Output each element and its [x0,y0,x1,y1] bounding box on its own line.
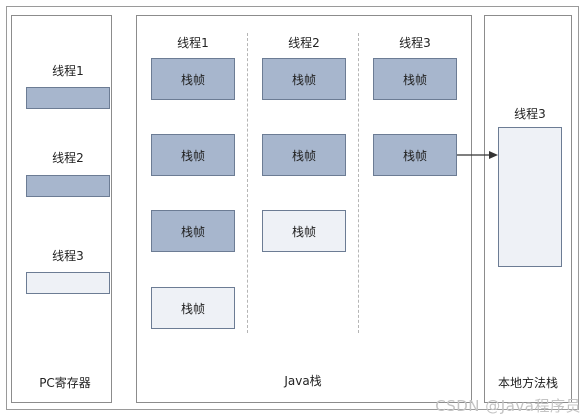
stack-frame: 栈帧 [151,210,235,252]
native-stack-frame [498,127,562,267]
stack-frame: 栈帧 [373,58,457,100]
stack-frame: 栈帧 [151,287,235,329]
pc-register-2 [26,175,110,197]
stack-frame: 栈帧 [262,134,346,176]
stack-frame: 栈帧 [262,58,346,100]
native-thread-3-label: 线程3 [514,107,546,121]
pc-register-3 [26,272,110,294]
pc-thread-2-label: 线程2 [52,151,84,165]
column-divider [358,33,359,333]
pc-register-title: PC寄存器 [39,376,91,390]
stack-frame: 栈帧 [151,58,235,100]
pc-register-1 [26,87,110,109]
pc-thread-1-label: 线程1 [52,64,84,78]
column-divider [247,33,248,333]
watermark: CSDN @Java程序员 [435,397,581,415]
stack-frame: 栈帧 [151,134,235,176]
java-thread-2-label: 线程2 [288,36,320,50]
stack-frame: 栈帧 [373,134,457,176]
pc-thread-3-label: 线程3 [52,249,84,263]
java-thread-3-label: 线程3 [399,36,431,50]
stack-frame: 栈帧 [262,210,346,252]
java-stack-title: Java栈 [284,374,322,388]
native-stack-title: 本地方法栈 [497,376,559,390]
pc-register-panel [11,15,112,403]
java-thread-1-label: 线程1 [177,36,209,50]
